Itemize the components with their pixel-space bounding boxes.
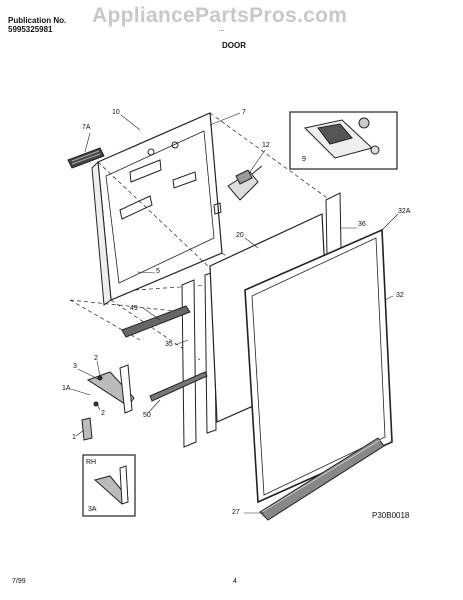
diagram-code: P30B0018	[372, 511, 410, 520]
publication-label: Publication No.	[8, 16, 67, 25]
callout-7: 7	[242, 109, 246, 116]
publication-number: 5995325981	[8, 25, 53, 34]
callout-2-top: 2	[94, 355, 98, 362]
page-number: 4	[233, 578, 237, 585]
door-skin-panel	[244, 228, 393, 504]
callout-12: 12	[262, 142, 270, 149]
callout-10: 10	[112, 109, 120, 116]
callout-20: 20	[236, 232, 244, 239]
callout-50: 50	[143, 412, 151, 419]
callout-rh: RH	[86, 459, 97, 466]
watermark: AppliancePartsPros.com	[92, 4, 348, 27]
callout-27: 27	[232, 509, 240, 516]
callout-7a: 7A	[82, 124, 91, 131]
inner-door-panel	[91, 112, 223, 306]
section-title: DOOR	[222, 41, 246, 50]
callout-3a: 3A	[88, 506, 97, 513]
bottom-trim-27	[259, 437, 385, 521]
callout-2-bottom: 2	[101, 410, 105, 417]
callout-32a: 32A	[398, 208, 411, 215]
callout-5: 5	[156, 268, 160, 275]
model-fragment: ...	[218, 24, 225, 33]
leader-lines	[70, 112, 399, 514]
vent-grille	[67, 147, 105, 169]
callout-32: 32	[396, 292, 404, 299]
footer-date: 7/99	[12, 578, 26, 585]
inset-box-dispenser-cover	[289, 111, 398, 170]
bottom-trim-49	[121, 305, 191, 338]
inset-box-rh-hinge	[82, 454, 136, 517]
hinge-assembly	[81, 364, 135, 441]
callout-1a: 1A	[62, 385, 71, 392]
hinge-cable-50	[149, 371, 208, 402]
callout-9: 9	[302, 156, 306, 163]
callout-3: 3	[73, 363, 77, 370]
callout-1: 1	[72, 434, 76, 441]
callout-35: 35	[165, 341, 173, 348]
callout-49: 49	[130, 305, 138, 312]
callout-36: 36	[358, 221, 366, 228]
dispenser-assembly	[227, 165, 263, 201]
